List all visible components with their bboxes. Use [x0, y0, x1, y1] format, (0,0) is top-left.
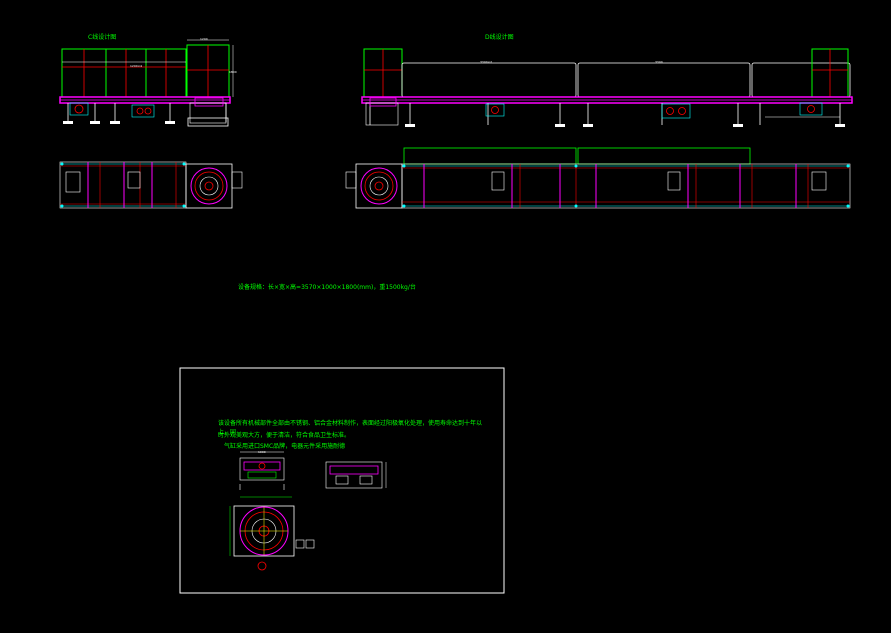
detail-sheet-frame: [179, 367, 505, 594]
equipment-spec-text: 设备规格：长×宽×高=3570×1000×1800(mm)，重1500kg/台: [238, 284, 416, 291]
left-elevation-view: [59, 39, 234, 127]
left-plan-view: [59, 161, 243, 209]
note-line-3: 气缸采用进口SMC品牌，电器元件采用施耐德: [224, 443, 346, 450]
dimension-label: 1800: [229, 70, 237, 74]
detail-side-view: [325, 461, 387, 489]
detail-turntable-plan: [229, 496, 315, 571]
dimension-label: 1200: [200, 37, 208, 41]
right-elevation-view: [361, 48, 853, 127]
right-plan-view: [345, 147, 851, 209]
dimension-label: 1000: [258, 450, 266, 454]
note-line-1: 该设备所有机械部件全部由不锈钢、铝合金材料制作，表面经过阳极氧化处理，使用寿命达…: [218, 420, 483, 436]
right-view-title: D线设计图: [485, 34, 514, 41]
left-view-title: C线设计图: [88, 34, 117, 41]
note-line-2: 时外观美观大方，便于清洁，符合食品卫生标准。: [218, 432, 351, 439]
detail-elevation: [239, 451, 285, 490]
dimension-label: 3300: [655, 60, 663, 64]
dimension-label: 3300×2: [480, 60, 493, 64]
dimension-label: 1200×4: [130, 64, 143, 68]
